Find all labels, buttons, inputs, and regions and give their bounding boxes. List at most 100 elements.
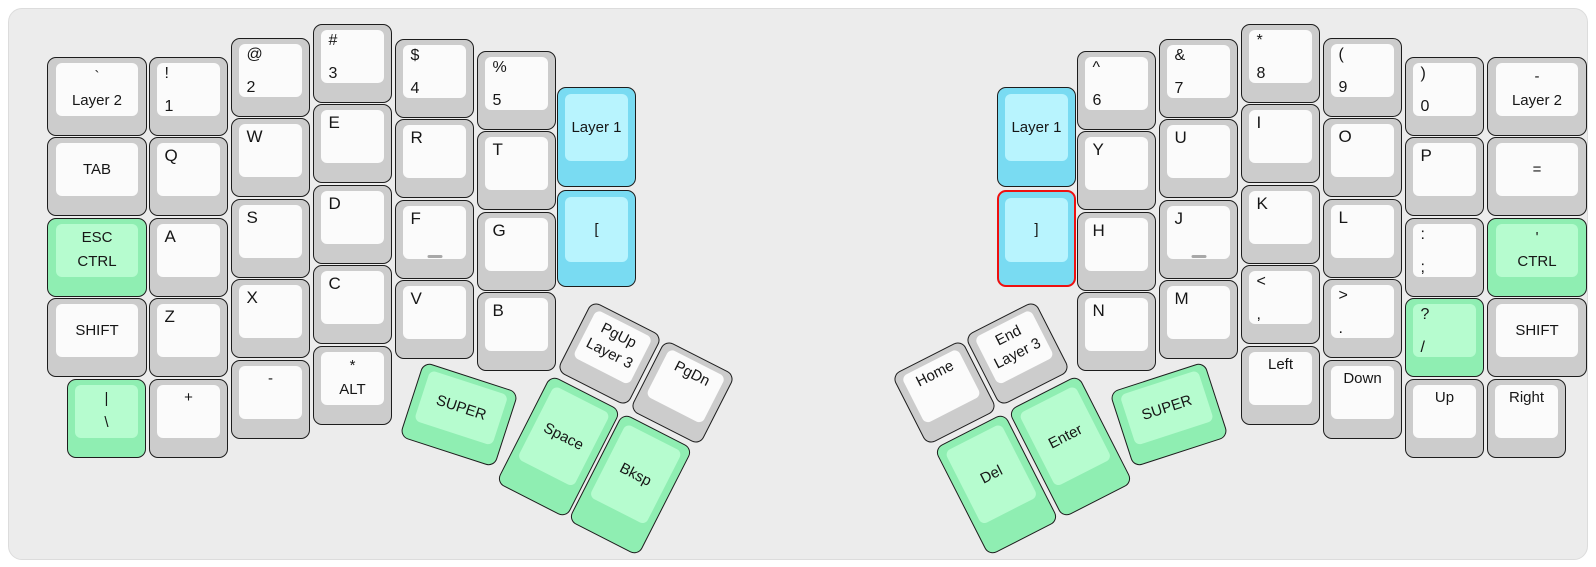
key-label: Enter — [1045, 420, 1086, 453]
key-label: T — [492, 139, 503, 159]
key-layer1-right[interactable]: Layer 1 — [997, 87, 1076, 187]
key-y[interactable]: Y — [1077, 131, 1156, 210]
key-pipe-backslash[interactable]: |\ — [67, 379, 146, 458]
key-labels: V — [403, 286, 467, 342]
key-s[interactable]: S — [231, 199, 310, 278]
key-r[interactable]: R — [395, 119, 474, 198]
key-shift-right[interactable]: SHIFT — [1487, 298, 1587, 377]
keycap-top — [56, 142, 138, 196]
key-quote-ctrl[interactable]: 'CTRL — [1487, 218, 1587, 297]
key-labels: P — [1413, 143, 1477, 199]
key-super-right[interactable]: SUPER — [1109, 361, 1229, 468]
key-rbracket[interactable]: ] — [997, 190, 1076, 287]
key-colon-semicolon[interactable]: :; — [1405, 218, 1484, 297]
key-label: PgDn — [671, 357, 713, 390]
key-super-left[interactable]: SUPER — [399, 361, 519, 468]
key-t[interactable]: T — [477, 131, 556, 210]
key-labels: -Layer 2 — [1496, 63, 1577, 116]
keycap-top — [1494, 384, 1559, 438]
key-label: / — [1420, 339, 1425, 356]
key-equals[interactable]: = — [1487, 137, 1587, 216]
key-label: U — [1174, 127, 1187, 147]
keycap-top — [402, 205, 467, 259]
key-labels: - — [239, 366, 303, 423]
key-minus[interactable]: - — [231, 360, 310, 439]
key-lbracket[interactable]: [ — [557, 190, 636, 287]
key-label: M — [1174, 288, 1189, 308]
keycap-top — [1084, 56, 1149, 110]
key-labels: )0 — [1413, 63, 1477, 118]
key-u[interactable]: U — [1159, 119, 1238, 198]
key-x[interactable]: X — [231, 279, 310, 358]
key-percent-5[interactable]: %5 — [477, 51, 556, 130]
key-asterisk-8[interactable]: *8 — [1241, 24, 1320, 103]
key-g[interactable]: G — [477, 212, 556, 291]
key-p[interactable]: P — [1405, 137, 1484, 216]
key-label: Home — [913, 356, 957, 391]
keycap-top — [1496, 303, 1578, 357]
key-arrow-up[interactable]: Up — [1405, 379, 1484, 458]
key-labels: G — [485, 218, 549, 274]
key-labels: Layer 1 — [565, 94, 629, 162]
key-shift-left[interactable]: SHIFT — [47, 298, 147, 377]
key-w[interactable]: W — [231, 118, 310, 197]
key-e[interactable]: E — [313, 104, 392, 183]
key-arrow-left[interactable]: Left — [1241, 346, 1320, 425]
keycap-top — [402, 124, 467, 178]
key-question-slash[interactable]: ?/ — [1405, 298, 1484, 377]
key-lt-comma[interactable]: <, — [1241, 265, 1320, 344]
key-o[interactable]: O — [1323, 118, 1402, 197]
key-lparen-9[interactable]: (9 — [1323, 38, 1402, 117]
key-label: ESC — [81, 229, 113, 247]
key-j[interactable]: J — [1159, 200, 1238, 279]
key-m[interactable]: M — [1159, 280, 1238, 359]
key-arrow-down[interactable]: Down — [1323, 360, 1402, 439]
key-minus-layer2[interactable]: -Layer 2 — [1487, 57, 1587, 136]
key-star-alt[interactable]: *ALT — [313, 346, 392, 425]
key-labels: PgDn — [643, 348, 726, 428]
key-arrow-right[interactable]: Right — [1487, 379, 1566, 458]
key-label: < — [1256, 272, 1266, 290]
key-a[interactable]: A — [149, 218, 228, 297]
key-gt-period[interactable]: >. — [1323, 279, 1402, 358]
key-n[interactable]: N — [1077, 292, 1156, 371]
key-excl-1[interactable]: !1 — [149, 57, 228, 136]
key-layer1-left[interactable]: Layer 1 — [557, 87, 636, 187]
key-l[interactable]: L — [1323, 199, 1402, 278]
keycap-top — [238, 123, 303, 177]
keycap-top — [1248, 29, 1313, 83]
key-z[interactable]: Z — [149, 298, 228, 377]
key-d[interactable]: D — [313, 185, 392, 264]
key-q[interactable]: Q — [149, 137, 228, 216]
key-h[interactable]: H — [1077, 212, 1156, 291]
key-c[interactable]: C — [313, 265, 392, 344]
key-labels: Home — [901, 348, 984, 428]
key-labels: ^6 — [1085, 57, 1149, 112]
key-v[interactable]: V — [395, 280, 474, 359]
keycap-top — [1248, 351, 1313, 405]
key-label: ALT — [339, 381, 366, 399]
key-caret-6[interactable]: ^6 — [1077, 51, 1156, 130]
key-label: ] — [1034, 221, 1039, 239]
key-k[interactable]: K — [1241, 185, 1320, 264]
key-b[interactable]: B — [477, 292, 556, 371]
key-label: [ — [594, 220, 599, 238]
key-label: | — [104, 390, 109, 408]
key-f[interactable]: F — [395, 200, 474, 279]
key-plus[interactable]: + — [149, 379, 228, 458]
key-amp-7[interactable]: &7 — [1159, 39, 1238, 118]
keycap-top — [320, 190, 385, 244]
key-hash-3[interactable]: #3 — [313, 24, 392, 103]
key-i[interactable]: I — [1241, 104, 1320, 183]
key-labels: S — [239, 205, 303, 261]
key-dollar-4[interactable]: $4 — [395, 39, 474, 118]
key-grave-layer2[interactable]: `Layer 2 — [47, 57, 147, 136]
key-labels: E — [321, 110, 385, 166]
key-labels: [ — [565, 197, 629, 263]
key-tab[interactable]: TAB — [47, 137, 147, 216]
key-at-2[interactable]: @2 — [231, 38, 310, 117]
key-rparen-0[interactable]: )0 — [1405, 57, 1484, 136]
keycap-top — [320, 351, 385, 405]
